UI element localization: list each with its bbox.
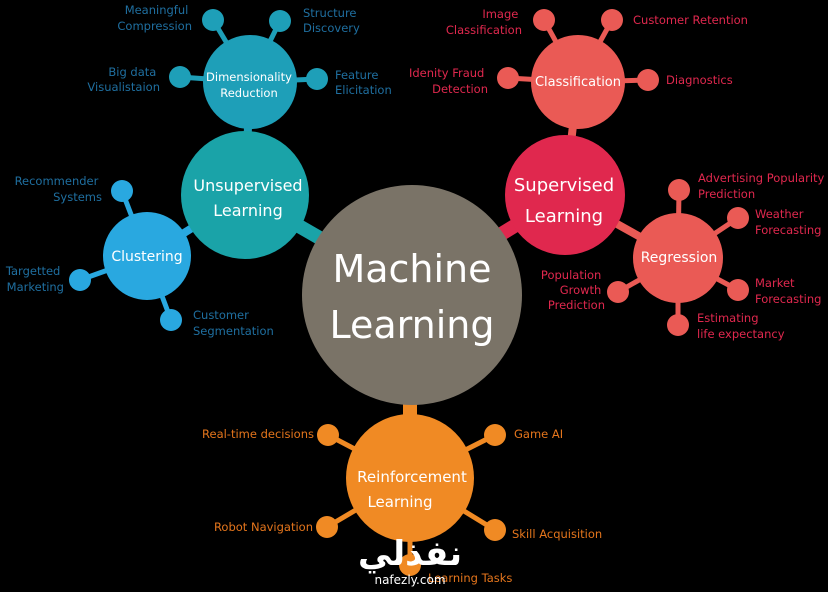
reinforcement-leaves: Real-time decisions Game AI Robot Naviga… — [202, 427, 602, 585]
regression-node — [633, 213, 723, 303]
reinforcement-node — [346, 414, 474, 542]
leaf-label: Market Forecasting — [755, 276, 821, 306]
leaf-label: Idenity Fraud Detection — [409, 66, 488, 96]
dimensionality-leaf-dots — [169, 9, 328, 90]
leaf-label: Customer Segmentation — [193, 308, 274, 338]
leaf-label: Estimating life expectancy — [697, 311, 785, 341]
clustering-label: Clustering — [111, 249, 182, 265]
center-label-line2: Learning — [330, 303, 495, 347]
unsupervised-label-line2: Learning — [213, 201, 282, 220]
leaf-dot — [306, 68, 328, 90]
watermark-arabic: نفذلي — [358, 534, 462, 574]
regression-label: Regression — [641, 250, 718, 266]
regression-leaves: Advertising Popularity Prediction Weathe… — [541, 171, 828, 341]
leaf-dot — [637, 69, 659, 91]
leaf-dot — [160, 309, 182, 331]
dimensionality-label-line2: Reduction — [220, 86, 278, 100]
supervised-node — [505, 135, 625, 255]
leaf-label: Recommender Systems — [15, 174, 102, 204]
watermark-latin: nafezly.com — [374, 573, 445, 587]
leaf-dot — [484, 519, 506, 541]
leaf-label: Diagnostics — [666, 73, 733, 87]
leaf-label: Real-time decisions — [202, 427, 314, 441]
leaf-label: Image Classification — [446, 7, 522, 37]
classification-label: Classification — [535, 75, 621, 90]
leaf-dot — [727, 207, 749, 229]
leaf-dot — [399, 554, 421, 576]
reinforcement-label-line2: Learning — [367, 493, 432, 511]
classification-node — [531, 35, 625, 129]
leaf-dot — [497, 67, 519, 89]
reinforcement-label-line1: Reinforcement — [357, 468, 467, 486]
leaf-dot — [202, 9, 224, 31]
dimensionality-leaves: Meaningful Compression Structure Discove… — [87, 3, 391, 97]
leaf-dot — [607, 281, 629, 303]
leaf-dot — [484, 424, 506, 446]
center-label-line1: Machine — [332, 247, 491, 291]
leaf-label: Robot Navigation — [214, 520, 313, 534]
leaf-label: Advertising Popularity Prediction — [698, 171, 828, 201]
leaf-label: Meaningful Compression — [117, 3, 192, 33]
leaf-label: Big data Visualistaion — [87, 65, 160, 94]
clustering-node — [103, 212, 191, 300]
clustering-leaves: Recommender Systems Targetted Marketing … — [5, 174, 274, 338]
unsupervised-label-line1: Unsupervised — [193, 176, 302, 195]
leaf-label: Learning Tasks — [428, 571, 512, 585]
supervised-label-line2: Learning — [525, 206, 603, 227]
classification-leaves: Image Classification Customer Retention … — [409, 7, 748, 96]
dimensionality-node — [203, 35, 297, 129]
reinforcement-leaf-dots — [316, 424, 506, 576]
leaf-label: Population Growth Prediction — [541, 268, 605, 312]
leaf-label: Targetted Marketing — [5, 264, 64, 294]
leaf-dot — [601, 9, 623, 31]
leaf-dot — [668, 179, 690, 201]
leaf-label: Weather Forecasting — [755, 207, 821, 237]
leaf-dot — [111, 180, 133, 202]
leaf-label: Skill Acquisition — [512, 527, 602, 541]
leaf-dot — [727, 279, 749, 301]
leaf-dot — [667, 314, 689, 336]
supervised-label-line1: Supervised — [514, 175, 614, 196]
leaf-label: Structure Discovery — [303, 6, 360, 35]
leaf-label: Customer Retention — [633, 13, 748, 27]
leaf-dot — [69, 269, 91, 291]
center-node — [302, 185, 522, 405]
dimensionality-label-line1: Dimensionality — [206, 70, 292, 84]
watermark: نفذلي nafezly.com — [358, 534, 462, 587]
leaf-dot — [269, 10, 291, 32]
regression-leaf-dots — [607, 179, 749, 336]
classification-leaf-dots — [497, 9, 659, 91]
leaf-label: Game AI — [514, 427, 563, 441]
leaf-label: Feature Elicitation — [335, 68, 392, 97]
unsupervised-node — [181, 131, 309, 259]
clustering-leaf-dots — [69, 180, 182, 331]
leaf-dot — [533, 9, 555, 31]
leaf-dot — [317, 424, 339, 446]
leaf-dot — [316, 516, 338, 538]
leaf-dot — [169, 66, 191, 88]
